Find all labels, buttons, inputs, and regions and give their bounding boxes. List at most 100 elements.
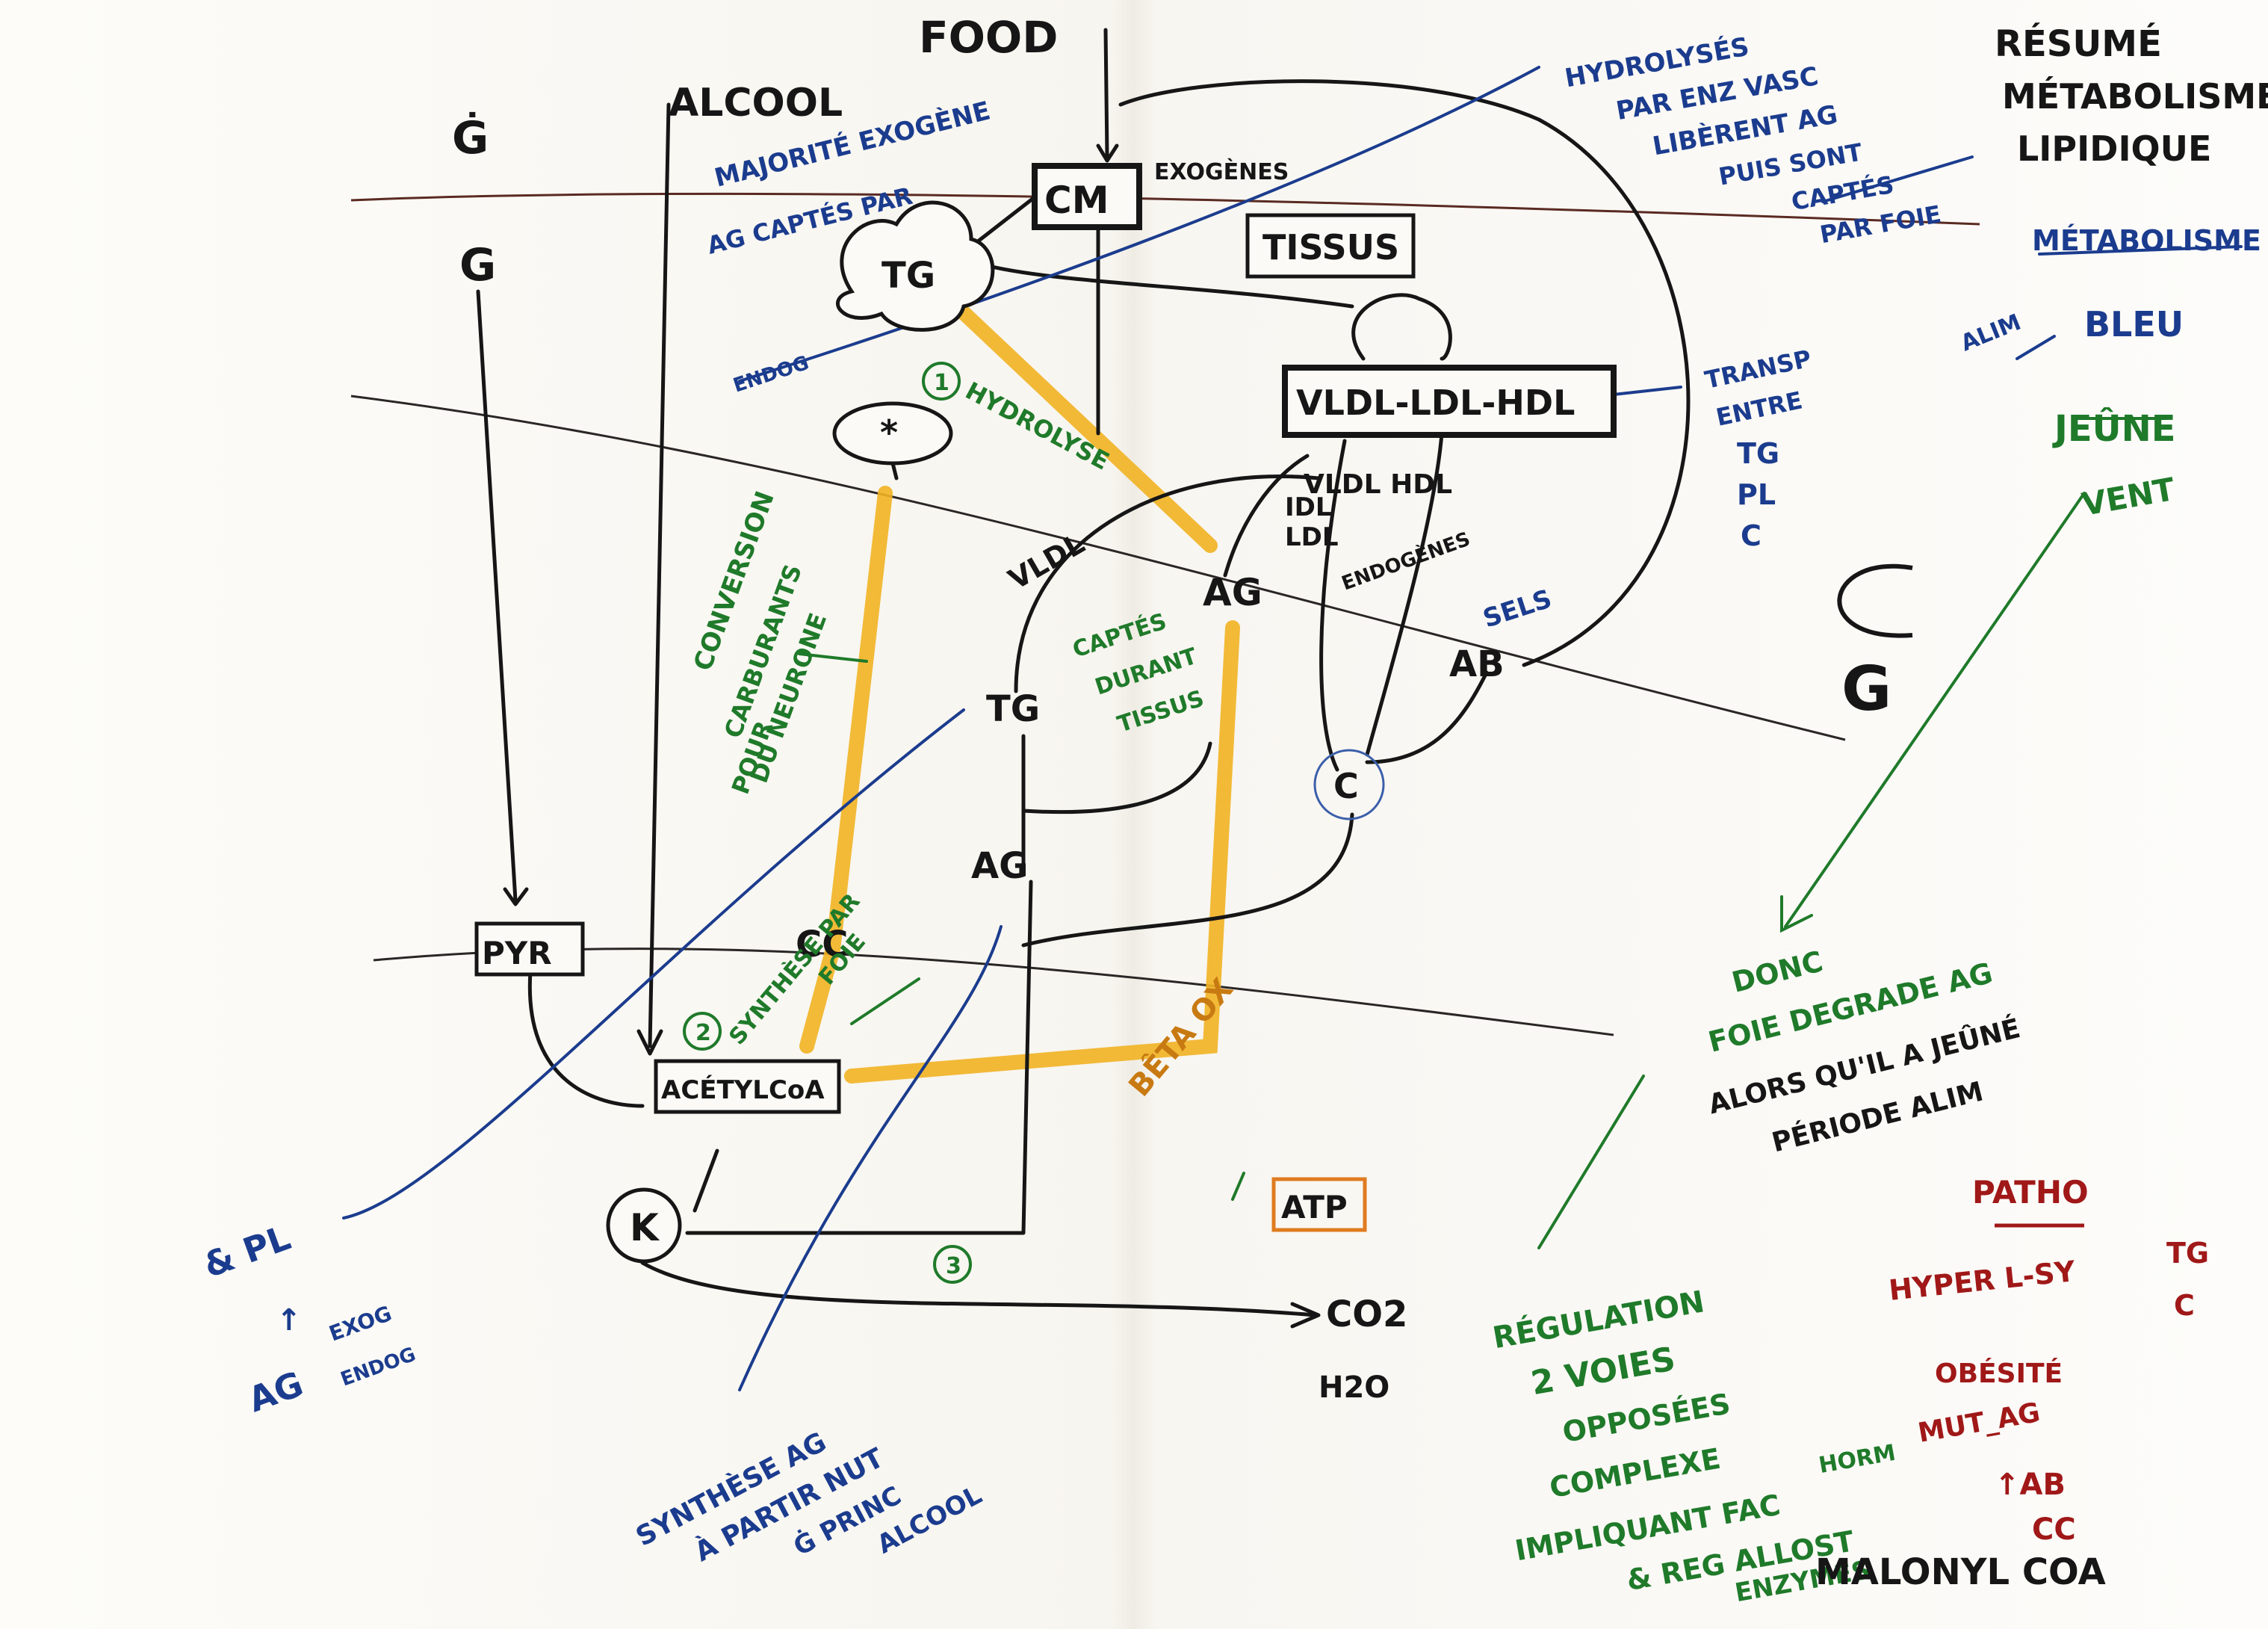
green-number-3: 3 [946, 1253, 961, 1279]
arrow-g-pyr [476, 289, 518, 903]
arrow-alcool-acetyl [648, 102, 671, 1048]
highlight-beta-ox [844, 620, 1240, 1084]
arrow-tg-vldl [1014, 475, 1321, 693]
pour-foie-note-block: DONC FOIE DEGRADE AG ALORS QU'IL A JEÛNÉ… [1705, 945, 2023, 1158]
beta-ox-label: BÊTA OX [1121, 971, 1240, 1104]
cm-box [1032, 163, 1142, 230]
arrowhead-food-cm [1096, 143, 1119, 163]
hyper-label: HYPER L-SY [1887, 1255, 2077, 1307]
big-c-shape [1837, 563, 1913, 638]
malonyl-coa-label: MALONYL COA [1815, 1551, 2106, 1593]
alcool-label: ALCOOL [669, 81, 843, 126]
arrow-ag-left [1021, 741, 1212, 814]
arrow-cm-tg [969, 192, 1041, 249]
patho-c-label: C [2174, 1289, 2195, 1322]
pyr-label: PYR [482, 935, 552, 971]
bleu-title: BLEU [2084, 304, 2184, 344]
tg-low-label: TG [986, 688, 1040, 730]
arrow-acetyl-k [693, 1149, 719, 1213]
blue-line-synthese [738, 925, 1003, 1391]
arrow-vldl-c [1319, 439, 1347, 772]
arrowhead-alcool [636, 1029, 663, 1056]
pyr-box [474, 921, 585, 977]
hydrolyse-line-5: CAPTÉS [1789, 170, 1896, 216]
green-number-2: 2 [695, 1020, 711, 1046]
regulation-line-7: HORM [1817, 1440, 1897, 1479]
g-big-label: G [1841, 654, 1891, 725]
k-label: K [630, 1206, 660, 1249]
endog-note: ENDOG [731, 352, 812, 398]
green-number-1: 1 [934, 370, 949, 396]
green-circle-1 [922, 362, 961, 401]
arrow-k-co2 [640, 1261, 1317, 1317]
co2-label: CO2 [1326, 1293, 1407, 1335]
alim-label: ALIM [1957, 309, 2024, 357]
obesite-label: OBÉSITÉ [1935, 1358, 2063, 1389]
arrow-food-cm [1103, 28, 1109, 159]
g-label: G [459, 239, 496, 291]
endogenes-label: ENDOGÈNES [1338, 527, 1473, 596]
arrowhead-g-pyr [503, 887, 529, 906]
tissus-box [1245, 213, 1416, 279]
blue-line-alim [2016, 335, 2056, 360]
cm-label: CM [1044, 179, 1109, 222]
acetylcoa-label: ACÉTYLCoA [661, 1075, 825, 1105]
ag-low-label: AG [971, 845, 1029, 887]
cc-label: CC [796, 924, 848, 965]
acetylcoa-box [654, 1059, 841, 1114]
tg-top-label: TG [882, 255, 935, 297]
transp-line-4: PL [1737, 478, 1776, 511]
atp-label: ATP [1281, 1189, 1348, 1225]
green-line-foie [850, 977, 920, 1025]
idl-label: IDL [1285, 492, 1332, 522]
captes-line-3: TISSUS [1115, 685, 1207, 738]
green-circle-3 [933, 1245, 972, 1284]
green-mark-atp [1231, 1172, 1245, 1201]
arrow-ag-k [685, 880, 1033, 1235]
green-arrowhead [1780, 895, 1813, 933]
resume-line-1: RÉSUMÉ [1995, 22, 2162, 65]
star-ellipse [832, 401, 953, 466]
ab-label: AB [1449, 643, 1505, 685]
jeune-label: JEÛNE [2052, 407, 2176, 450]
ldl-label: LDL [1285, 522, 1339, 552]
hydrolyse-note-block: HYDROLYSÉS PAR ENZ VASC LIBÈRENT AG PUIS… [1563, 31, 1944, 250]
arrow-c-ab [1365, 670, 1489, 764]
arrowhead-co2 [1290, 1302, 1321, 1329]
arrow-tissus-tg [969, 259, 1354, 309]
tg-cloud [836, 200, 995, 332]
c-label: C [1333, 766, 1359, 806]
arrow-vldl-ag [1223, 454, 1310, 578]
regulation-line-1: RÉGULATION [1490, 1283, 1707, 1356]
exogenes-label: EXOGÈNES [1154, 158, 1289, 185]
food-label: FOOD [919, 12, 1058, 63]
metab-underline [2038, 245, 2243, 256]
green-line-carb [798, 652, 868, 663]
arrow-pyr-acetyl [527, 969, 645, 1108]
green-arrow-jeune [1784, 492, 2086, 928]
upper-membrane-line [350, 192, 1980, 226]
ab-up-label: ↑AB [1995, 1468, 2066, 1502]
endog-left-label: ENDOG [338, 1344, 419, 1391]
blue-line-top [738, 66, 1540, 383]
g-dot-label: Ġ [452, 111, 489, 164]
resume-line-2: MÉTABOLISME [2002, 76, 2268, 117]
vent-label: VENT [2079, 471, 2178, 523]
highlight-tg-to-ag [938, 288, 1218, 553]
synthese-note-block: SYNTHÈSE AG À PARTIR NUT Ġ PRINC ALCOOL [630, 1426, 987, 1568]
mut-ag-label: MUT_AG [1915, 1397, 2042, 1449]
patho-cc-label: CC [2032, 1512, 2076, 1547]
pl-left-note: & PL [198, 1217, 295, 1286]
transp-line-5: C [1741, 519, 1762, 552]
ag-exog-label: AG [243, 1364, 308, 1421]
regulation-line-3: OPPOSÉES [1560, 1387, 1732, 1449]
loop-tissus [1351, 293, 1452, 361]
patho-tg-label: TG [2166, 1237, 2209, 1270]
blue-line-pl [342, 708, 965, 1220]
blue-underline-foie [1821, 155, 1974, 203]
middle-membrane-line [350, 395, 1846, 741]
atp-box [1271, 1177, 1367, 1232]
metabolisme-small-label: MÉTABOLISME [2032, 224, 2261, 257]
